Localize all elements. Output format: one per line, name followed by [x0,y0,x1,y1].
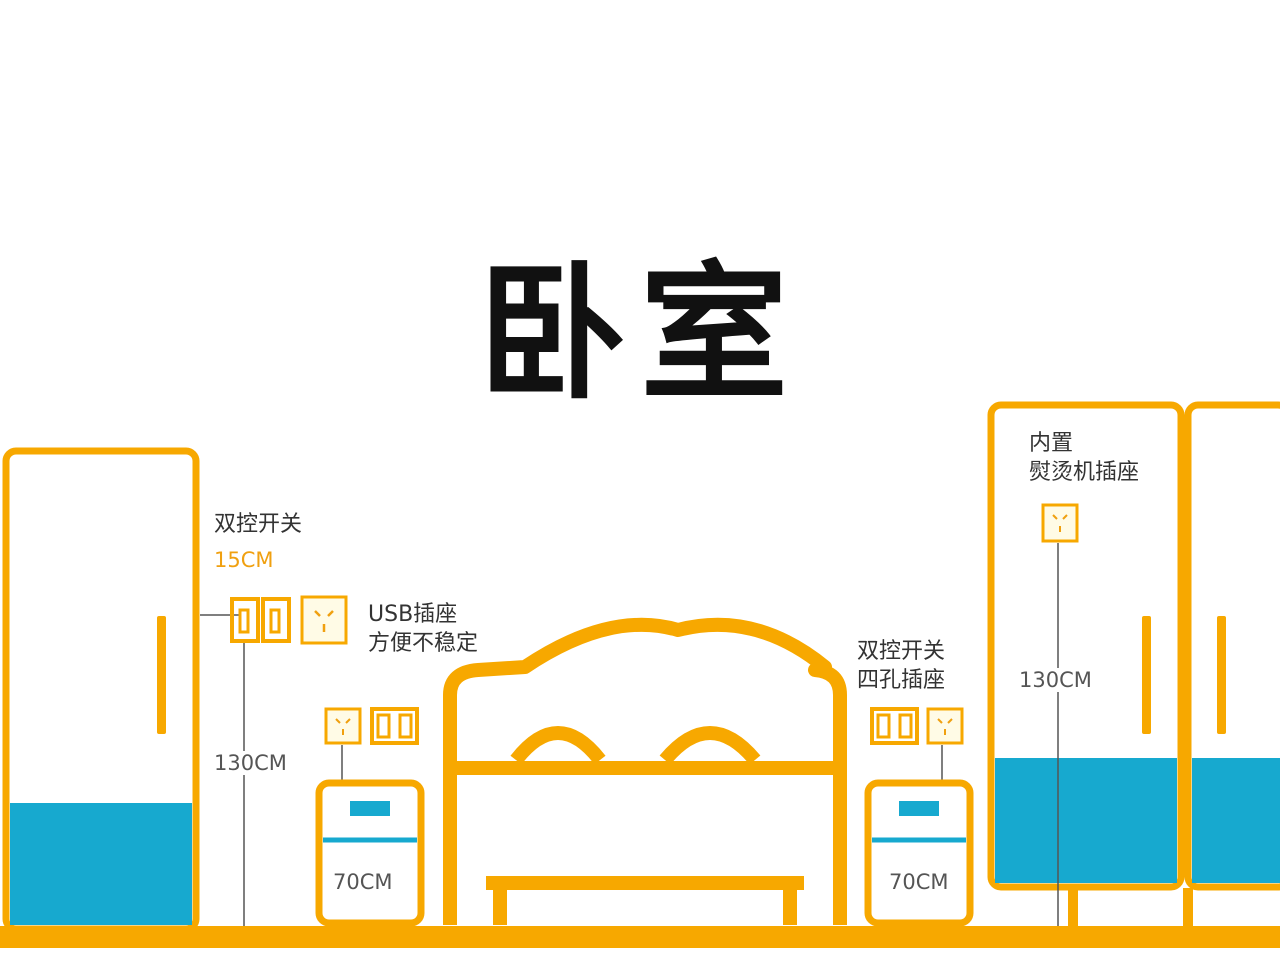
left-switch-offset: 15CM [214,548,274,572]
left-nightstand [315,779,425,927]
ironing-socket-icon [1041,503,1079,543]
right-wardrobe-door-left [987,401,1185,891]
floor-line [0,926,1280,948]
page-title: 卧室 [478,248,802,420]
left-nightstand-switch-icon [370,707,419,745]
right-wardrobe-leg [1183,888,1193,928]
wardrobe-label-line1: 内置 [1029,431,1074,456]
bed [443,617,847,925]
wardrobe-label-line2: 熨烫机插座 [1029,460,1140,485]
left-height-label: 130CM [212,751,289,775]
left-nightstand-height-label: 70CM [333,870,393,894]
right-wardrobe-handle [1217,616,1226,734]
left-switch-label: 双控开关 [214,512,303,537]
right-nightstand-switch-icon [870,707,919,745]
usb-socket-icon [300,595,348,645]
usb-socket-label-line2: 方便不稳定 [368,631,479,656]
right-wardrobe-leg [1068,888,1078,928]
right-wardrobe-door-right [1184,401,1280,891]
left-double-switch-icon [230,597,291,643]
right-switch-label-line1: 双控开关 [857,639,946,664]
right-nightstand-height-label: 70CM [889,870,949,894]
usb-socket-label-line1: USB插座 [368,602,458,627]
right-nightstand [864,779,974,927]
left-wardrobe-handle [157,616,166,734]
right-switch-label-line2: 四孔插座 [857,668,946,693]
left-nightstand-socket-icon [324,707,362,745]
right-nightstand-socket-icon [926,707,964,745]
wardrobe-height-label: 130CM [1017,668,1094,692]
right-wardrobe-handle [1142,616,1151,734]
left-wardrobe [2,447,200,933]
